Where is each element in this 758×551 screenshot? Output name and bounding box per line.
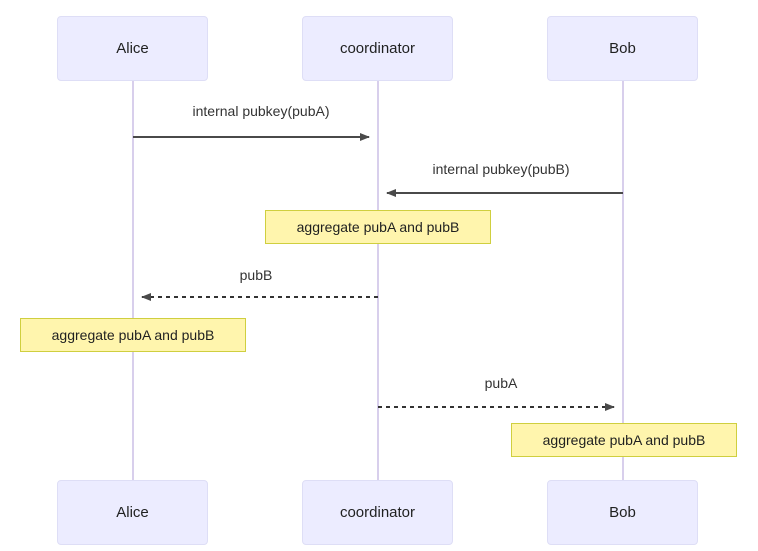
participant-label: coordinator xyxy=(339,504,416,521)
message-label-pubb: pubB xyxy=(239,267,273,283)
note-label: aggregate pubA and pubB xyxy=(51,327,215,343)
message-label-internal-pubkey-puba: internal pubkey(pubA) xyxy=(192,103,330,119)
note-over-alice[interactable]: aggregate pubA and pubB xyxy=(20,318,246,352)
message-label-puba: pubA xyxy=(484,375,518,391)
participant-alice-top[interactable]: Alice xyxy=(57,16,208,81)
participant-coordinator-bottom[interactable]: coordinator xyxy=(302,480,453,545)
note-label: aggregate pubA and pubB xyxy=(296,219,460,235)
participant-label: Alice xyxy=(116,504,149,521)
message-arrows xyxy=(133,133,623,411)
participant-bob-top[interactable]: Bob xyxy=(547,16,698,81)
note-over-coordinator[interactable]: aggregate pubA and pubB xyxy=(265,210,491,244)
participant-label: Bob xyxy=(609,504,636,521)
note-label: aggregate pubA and pubB xyxy=(542,432,706,448)
note-over-bob[interactable]: aggregate pubA and pubB xyxy=(511,423,737,457)
participant-label: coordinator xyxy=(339,40,416,57)
participant-coordinator-top[interactable]: coordinator xyxy=(302,16,453,81)
participant-label: Alice xyxy=(116,40,149,57)
participant-label: Bob xyxy=(609,40,636,57)
participant-bob-bottom[interactable]: Bob xyxy=(547,480,698,545)
lifelines xyxy=(132,81,624,480)
participant-alice-bottom[interactable]: Alice xyxy=(57,480,208,545)
message-label-internal-pubkey-pubb: internal pubkey(pubB) xyxy=(432,161,570,177)
